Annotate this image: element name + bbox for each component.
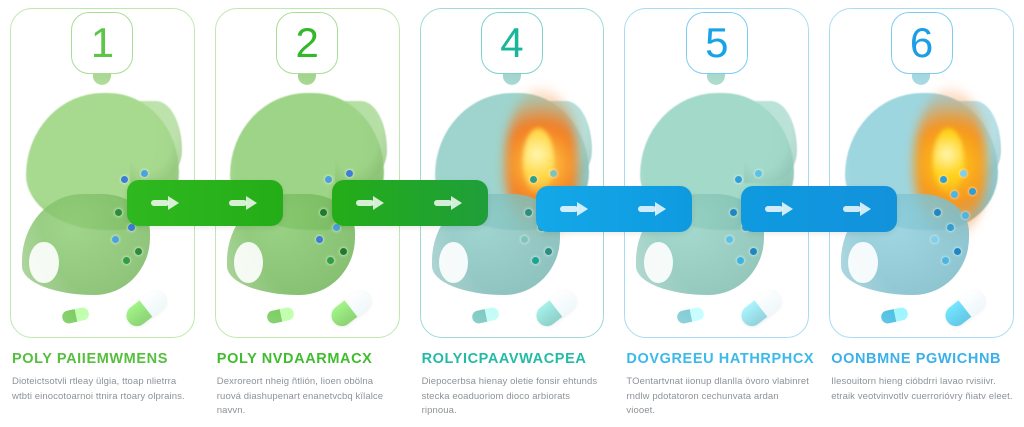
drug-molecule-dot	[961, 211, 969, 219]
panel-2-title: POLY NVDAARMACX	[216, 351, 373, 367]
panel-3-title: ROLYICPAAVWACPEA	[421, 351, 587, 367]
drug-molecule-dot	[729, 208, 737, 216]
panel-2-body-line-1: Dexroreort nheig ñtlión, lioen obölna	[216, 375, 374, 387]
drug-molecule-dot	[316, 235, 324, 243]
arrow-right-icon	[433, 195, 464, 211]
panel-4-body-line-2: rndlw pdotatoron cechunvata ardan viooet…	[626, 390, 779, 417]
capsule-pill-large	[532, 286, 580, 331]
capsule-pill-small	[470, 306, 500, 325]
drug-molecule-dot	[736, 256, 744, 264]
drug-molecule-dot	[941, 256, 949, 264]
arrow-right-icon	[638, 201, 668, 217]
drug-molecule-dot	[930, 235, 938, 243]
panel-4-body-line-1: TOentartvnat iionup dlanlla övoro vlabin…	[626, 375, 810, 387]
step-number-6: 6	[909, 19, 934, 66]
flow-connector-2-3	[331, 180, 488, 226]
drug-molecule-dot	[947, 223, 955, 231]
arrow-right-icon	[150, 195, 181, 211]
step-badge-2[interactable]: 2	[276, 12, 339, 74]
panel-3-body: Diepocerbsa hienay oletie fonsir ehtunds…	[422, 375, 605, 419]
step-number-4: 4	[500, 19, 524, 66]
flow-connector-1-2	[126, 180, 283, 226]
panel-4-caption: DOVGREEU HATHRPHCX TOentartvnat iionup d…	[626, 351, 815, 419]
inflammation-hotspot-core	[932, 128, 964, 194]
panel-3-caption: ROLYICPAAVWACPEA Diepocerbsa hienay olet…	[421, 351, 605, 419]
capsule-pill-large	[327, 286, 375, 331]
drug-molecule-dot	[122, 256, 130, 264]
flow-connector-4-5	[741, 186, 898, 232]
panel-1-caption: POLY PAIIEMWMENS Dioteictsotvli rtleay ü…	[12, 351, 195, 404]
step-badge-5[interactable]: 5	[685, 12, 748, 74]
capsule-pill-large	[941, 286, 990, 331]
panel-1-body-line-2: wtbti einocotoarnoi ttnira rtoary olprai…	[12, 390, 185, 402]
capsule-pill-large	[736, 286, 785, 331]
panel-5-title: OONBMNE PGWICHNB	[831, 351, 1002, 367]
panel-5-body: Ilesouitorn hieng cióbdrri lavao rvisiiv…	[831, 375, 1014, 404]
panel-1-title: POLY PAIIEMWMENS	[12, 351, 168, 367]
panel-2-body-line-2: ruová diashupenart enanetvcbq kïlalce na…	[216, 390, 384, 417]
drug-molecule-dot	[319, 208, 327, 216]
drug-molecule-dot	[140, 170, 148, 178]
intestine-loop-hole	[848, 241, 878, 284]
panel-4-body: TOentartvnat iionup dlanlla övoro vlabin…	[626, 375, 809, 419]
drug-molecule-dot	[135, 247, 143, 255]
drug-molecule-dot	[725, 235, 733, 243]
step-number-1: 1	[90, 19, 115, 66]
panel-5-body-line-1: Ilesouitorn hieng cióbdrri lavao rvisiiv…	[831, 375, 996, 387]
drug-molecule-dot	[532, 256, 540, 264]
drug-molecule-dot	[749, 247, 757, 255]
panel-1-body: Dioteictsotvli rtleay ülgia, ttoap nliet…	[12, 375, 195, 404]
step-badge-4[interactable]: 4	[480, 12, 543, 74]
panel-5-body-line-2: etraik veotvinvotlv cuerrorióvry ñiatv e…	[831, 390, 1013, 402]
intestine-loop-hole	[29, 241, 59, 284]
drug-molecule-dot	[544, 247, 552, 255]
arrow-right-icon	[560, 201, 590, 217]
capsule-pill-small	[675, 306, 705, 325]
panel-5-caption: OONBMNE PGWICHNB Ilesouitorn hieng cióbd…	[831, 351, 1014, 404]
arrow-right-icon	[228, 195, 259, 211]
capsule-pill-small	[61, 306, 91, 325]
intestine-loop-hole	[643, 241, 673, 284]
panel-3-body-line-2: stecka eoaduoriom dioco arbiorats ripnou…	[421, 390, 571, 417]
panel-4-title: DOVGREEU HATHRPHCX	[626, 351, 815, 367]
capsule-pill-small	[880, 306, 910, 325]
drug-molecule-dot	[524, 208, 532, 216]
panel-2-caption: POLY NVDAARMACX Dexroreort nheig ñtlión,…	[216, 351, 400, 419]
step-badge-1[interactable]: 1	[71, 12, 134, 74]
step-badge-6[interactable]: 6	[890, 12, 953, 74]
capsule-pill-small	[265, 306, 296, 325]
drug-molecule-dot	[521, 235, 529, 243]
drug-molecule-dot	[120, 176, 128, 184]
arrow-right-icon	[765, 201, 795, 217]
panel-1-body-line-1: Dioteictsotvli rtleay ülgia, ttoap nliet…	[12, 375, 177, 387]
drug-molecule-dot	[345, 170, 353, 178]
flow-connector-3-4	[536, 186, 693, 232]
drug-molecule-dot	[950, 190, 958, 198]
panel-3-body-line-1: Diepocerbsa hienay oletie fonsir ehtunds	[421, 375, 598, 387]
arrow-right-icon	[843, 201, 873, 217]
step-number-5: 5	[705, 19, 729, 66]
arrow-right-icon	[355, 195, 386, 211]
drug-molecule-dot	[340, 247, 348, 255]
inflammation-hotspot-core	[522, 128, 555, 194]
panel-2-body: Dexroreort nheig ñtlión, lioen obölna ru…	[217, 375, 400, 419]
drug-molecule-dot	[111, 235, 119, 243]
capsule-pill-large	[122, 286, 171, 331]
drug-molecule-dot	[327, 256, 335, 264]
drug-molecule-dot	[939, 176, 947, 184]
drug-molecule-dot	[115, 208, 123, 216]
step-number-2: 2	[295, 19, 319, 66]
intestine-loop-hole	[438, 241, 469, 284]
